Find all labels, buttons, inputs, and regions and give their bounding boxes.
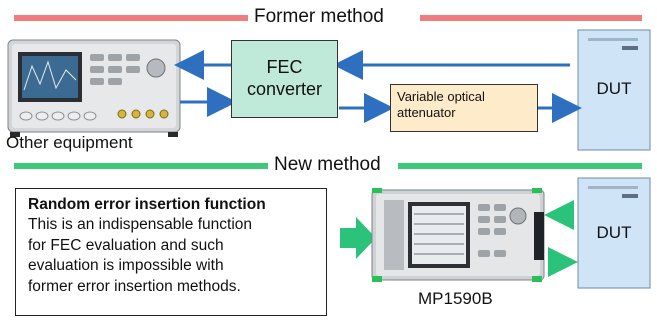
fec-converter-line1: FEC <box>266 57 303 77</box>
fec-converter-box: FEC converter <box>231 40 338 118</box>
former-dut-label: DUT <box>597 79 632 98</box>
new-method-divider-left <box>14 163 272 169</box>
former-method-heading: Former method <box>248 7 390 27</box>
attenuator-line2: attenuator <box>397 105 456 120</box>
former-method-divider-right <box>420 15 642 21</box>
random-error-description-box: Random error insertion function This is … <box>15 188 327 316</box>
former-method-divider-left <box>14 15 252 21</box>
description-title: Random error insertion function <box>28 196 266 213</box>
description-line-4: former error insertion methods. <box>28 277 241 295</box>
new-dut-label: DUT <box>597 223 632 242</box>
other-equipment-label: Other equipment <box>6 133 133 152</box>
new-method-divider-right <box>398 163 642 169</box>
description-line-1: This is an indispensable function <box>28 216 253 233</box>
other-equipment-image <box>7 39 181 137</box>
variable-optical-attenuator-box: Variable optical attenuator <box>390 84 538 132</box>
new-dut-image: DUT <box>577 177 651 289</box>
description-line-3: evaluation is impossible with <box>28 257 224 275</box>
large-arrow-to-mp1590b <box>340 217 376 259</box>
fec-converter-line2: converter <box>246 79 323 99</box>
mp1590b-image <box>371 188 545 282</box>
attenuator-line1: Variable optical <box>397 89 485 104</box>
description-line-2: for FEC evaluation and such <box>28 236 224 254</box>
former-arrows <box>174 50 582 123</box>
mp1590b-label: MP1590B <box>418 289 493 308</box>
new-method-heading: New method <box>268 155 387 175</box>
former-dut-image: DUT <box>577 29 651 151</box>
